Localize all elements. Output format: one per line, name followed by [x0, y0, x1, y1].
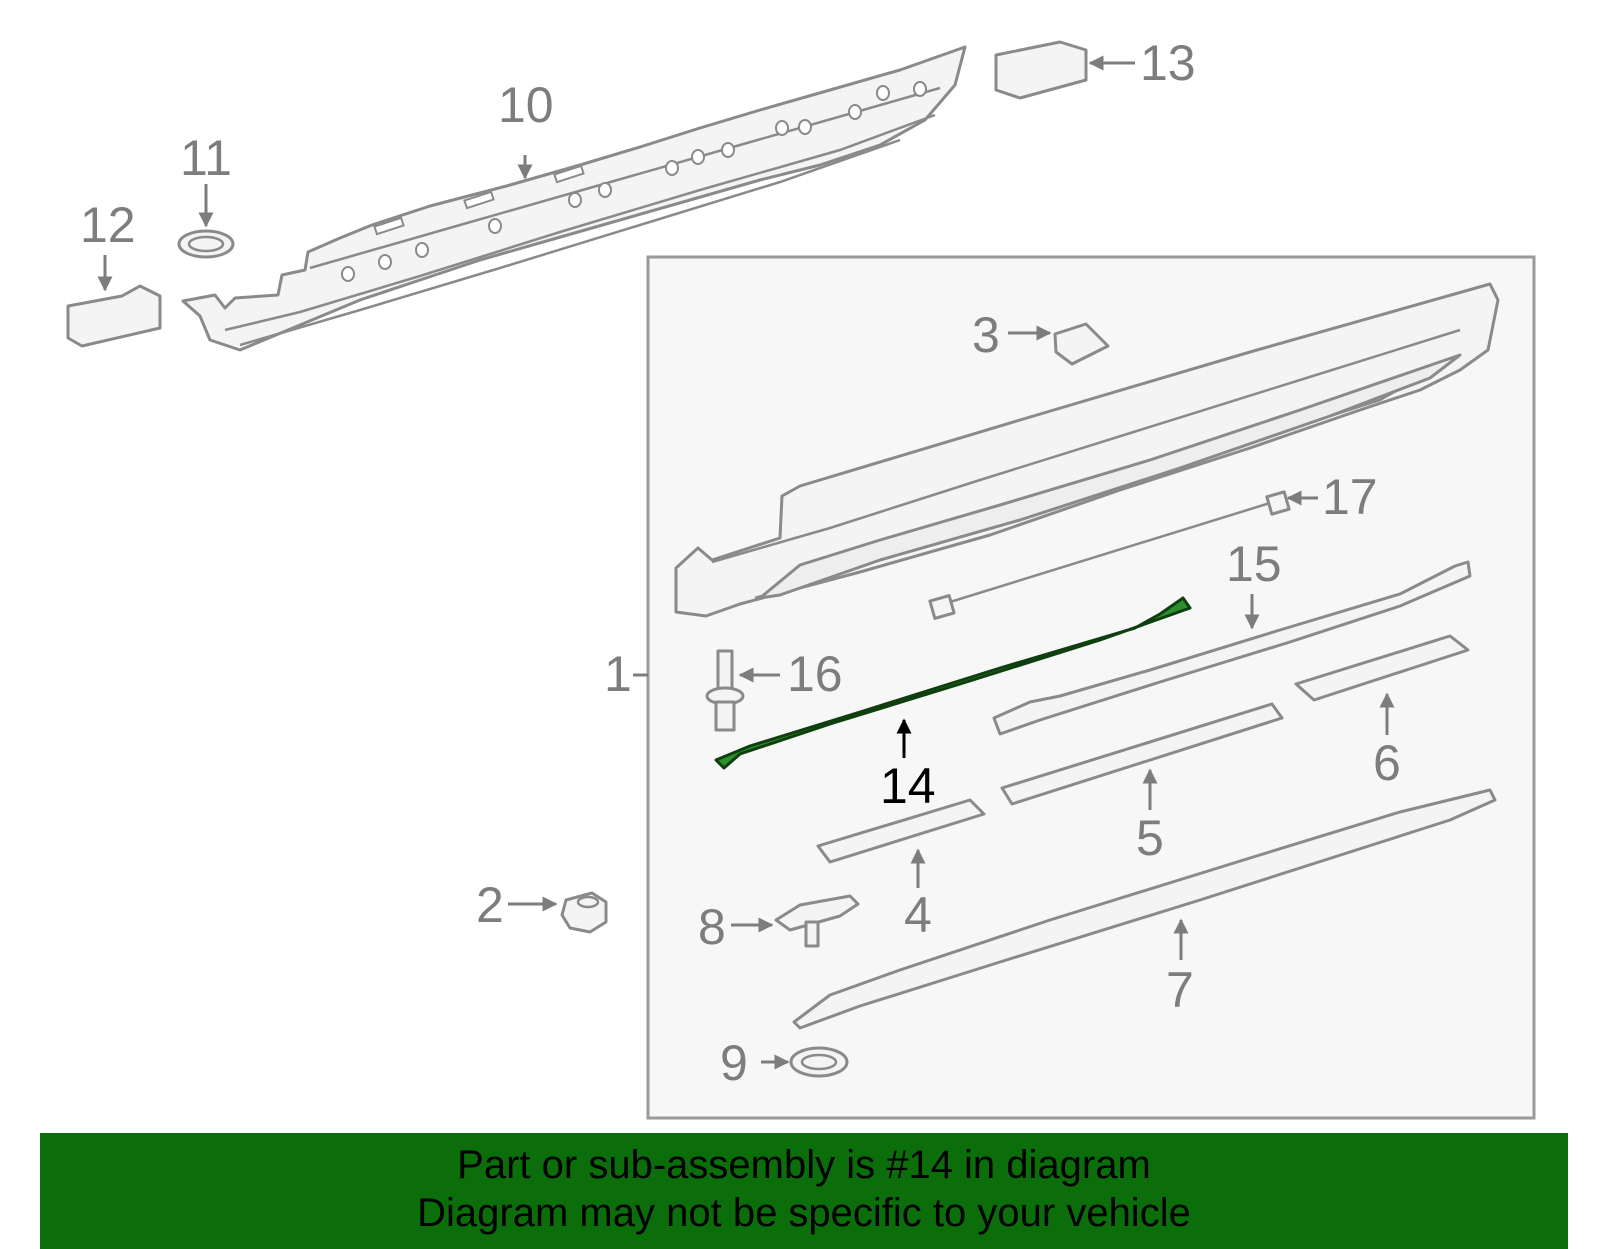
- part-12-block: [66, 284, 162, 348]
- callout-1: 1: [604, 646, 632, 702]
- callout-12: 12: [80, 197, 136, 253]
- callout-14: 14: [880, 758, 936, 814]
- leader-lines: [97, 55, 1395, 1070]
- part-16-push-pin: [705, 649, 745, 732]
- banner-line-1: Part or sub-assembly is #14 in diagram: [457, 1143, 1151, 1187]
- callout-5: 5: [1136, 810, 1164, 866]
- part-info-banner: Part or sub-assembly is #14 in diagram D…: [40, 1133, 1568, 1249]
- callout-7: 7: [1166, 962, 1194, 1018]
- part-8-clip: [774, 894, 860, 948]
- part-9-grommet: [789, 1046, 849, 1078]
- callout-15: 15: [1226, 536, 1282, 592]
- part-2-nut: [560, 891, 608, 934]
- part-1-running-board-assembly: [674, 282, 1500, 618]
- callout-10: 10: [498, 77, 554, 133]
- part-11-grommet: [177, 229, 235, 259]
- callout-3: 3: [972, 307, 1000, 363]
- part-3-pad: [1053, 322, 1110, 366]
- callout-6: 6: [1373, 735, 1401, 791]
- callout-8: 8: [698, 899, 726, 955]
- part-4-trim-strip: [816, 798, 986, 864]
- part-15-rail: [992, 560, 1472, 736]
- part-10-rocker-panel: [181, 45, 967, 352]
- callout-11: 11: [180, 130, 232, 186]
- part-13-block: [994, 40, 1088, 100]
- callout-13: 13: [1140, 35, 1196, 91]
- callout-2: 2: [476, 877, 504, 933]
- callout-16: 16: [787, 646, 843, 702]
- callout-4: 4: [904, 887, 932, 943]
- callout-9: 9: [720, 1035, 748, 1091]
- part-14-bracket-highlighted: [714, 596, 1192, 770]
- banner-line-2: Diagram may not be specific to your vehi…: [417, 1191, 1191, 1235]
- part-5-trim-strip: [1000, 702, 1284, 806]
- part-7-step-plate: [792, 788, 1497, 1030]
- part-6-trim-strip: [1294, 634, 1470, 702]
- part-17-cable: [928, 490, 1291, 620]
- callout-17: 17: [1322, 469, 1378, 525]
